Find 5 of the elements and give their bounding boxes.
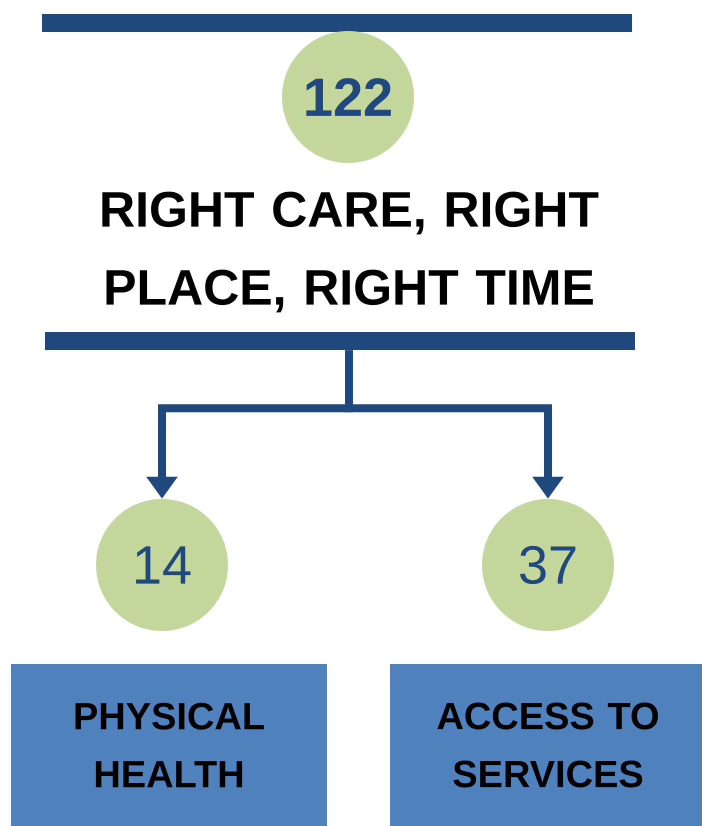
rule-bar [45, 332, 635, 350]
category-box: PHYSICAL HEALTH [11, 664, 327, 826]
title-text: RIGHT CARE, RIGHT PLACE, RIGHT TIME [102, 192, 598, 312]
category-box: ACCESS TO SERVICES [390, 664, 702, 826]
rule-bar [42, 14, 632, 32]
